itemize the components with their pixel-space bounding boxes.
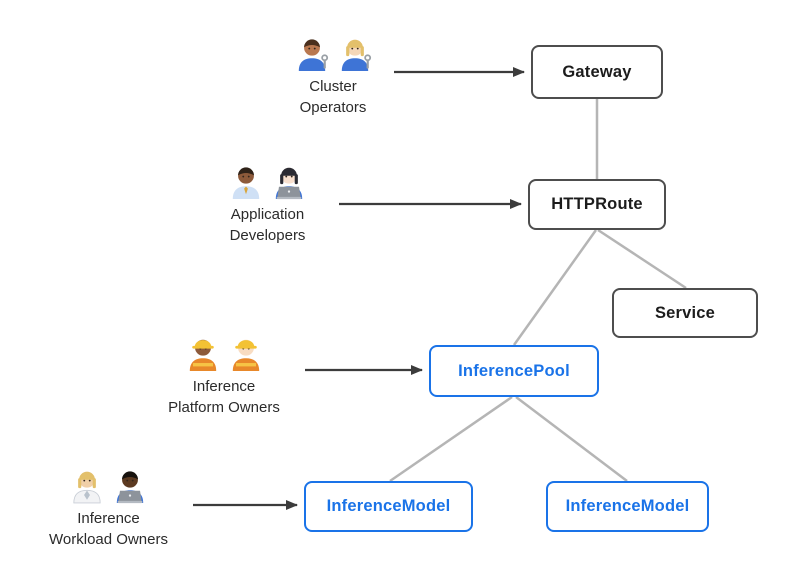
node-gateway: Gateway [531,45,663,99]
node-gateway-label: Gateway [562,62,632,81]
node-inferencemodel-right-label: InferenceModel [565,497,690,515]
persona-label-line: Workload Owners [49,531,168,548]
health-worker-icon [73,471,101,504]
man-office-worker-icon [232,167,260,199]
persona-label-line: Operators [299,99,367,116]
node-httproute-label: HTTPRoute [551,195,643,213]
persona-cluster-operators-icons [258,34,408,72]
node-inferencemodel-left: InferenceModel [304,481,473,532]
edge-inferencepool-inferencemodel-left [389,395,513,483]
persona-application-developers-icons [190,162,345,200]
persona-inference-platform-owners-icons [134,334,314,372]
man-construction-worker-icon [232,339,259,371]
man-technologist-icon [116,471,144,504]
node-httproute: HTTPRoute [528,179,666,230]
persona-label-line: Developers [229,227,306,244]
persona-inference-workload-owners-icons [16,466,201,504]
edge-httproute-service [597,228,687,290]
node-inferencemodel-right: InferenceModel [546,481,709,532]
node-inferencepool-label: InferencePool [458,361,570,380]
node-service-label: Service [654,303,716,322]
woman-construction-worker-icon [189,339,216,371]
persona-label-line: Platform Owners [168,399,280,416]
node-service: Service [612,288,758,338]
persona-label-line: Cluster [309,78,357,95]
woman-technologist-icon [275,167,303,200]
persona-label-line: Inference [192,378,256,395]
man-mechanic-icon [298,39,328,71]
node-inferencemodel-left-label: InferenceModel [326,497,451,515]
node-inferencepool: InferencePool [429,345,599,397]
persona-label-line: Inference [77,510,140,527]
edge-httproute-inferencepool [512,229,598,346]
woman-mechanic-icon [341,39,371,71]
edge-inferencepool-inferencemodel-right [515,396,628,482]
persona-label-line: Application [230,206,305,223]
